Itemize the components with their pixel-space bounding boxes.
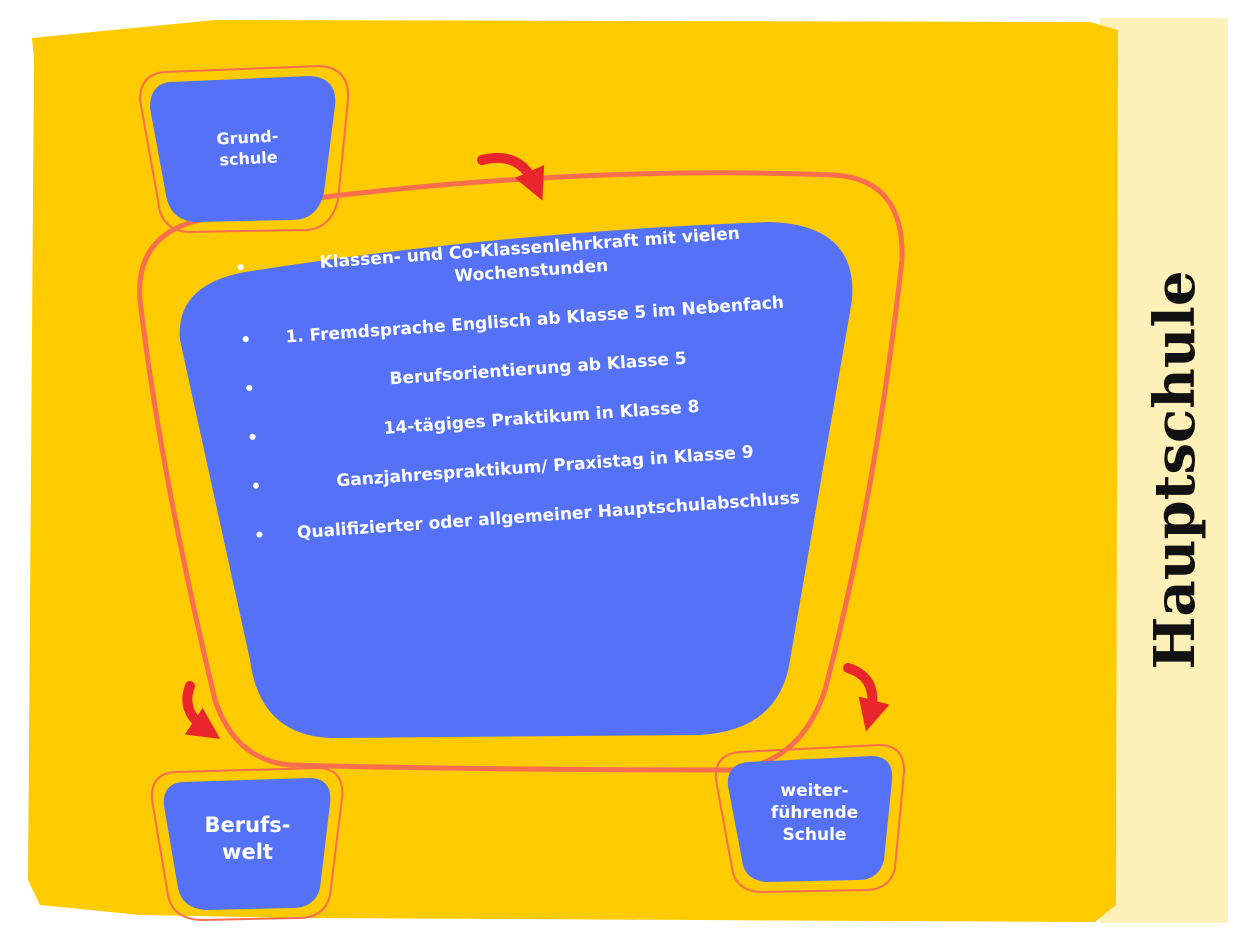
grundschule-label: Grund- schule <box>216 126 279 170</box>
grundschule-node-outline <box>138 64 350 234</box>
list-item: •Ganzjahrespraktikum/ Praxistag in Klass… <box>249 441 755 498</box>
curved-arrow-icon <box>477 152 545 201</box>
curved-arrow-icon <box>843 663 890 732</box>
list-item: •14-tägiges Praktikum in Klasse 8 <box>246 396 701 449</box>
list-item: •1. Fremdsprache Englisch ab Klasse 5 im… <box>239 292 785 351</box>
side-panel <box>1100 18 1228 923</box>
main-feature-list: •Klassen- und Co-Klassenlehrkraft mit vi… <box>235 219 816 574</box>
weiterfuehrende-node-outline <box>714 743 906 894</box>
grundschule-node <box>150 76 336 222</box>
curved-arrow-icon <box>182 681 221 739</box>
berufswelt-label: Berufs- welt <box>204 813 291 865</box>
weiterfuehrende-label: weiter- führende Schule <box>770 781 859 846</box>
list-item: •Qualifizierter oder allgemeiner Hauptsc… <box>253 487 801 546</box>
berufswelt-node-outline <box>150 766 344 922</box>
list-item: •Berufsorientierung ab Klasse 5 <box>243 348 688 400</box>
weiterfuehrende-node <box>727 756 893 882</box>
main-panel <box>179 222 853 738</box>
berufswelt-node <box>163 778 331 910</box>
page-title: Hauptschule <box>1142 270 1208 670</box>
